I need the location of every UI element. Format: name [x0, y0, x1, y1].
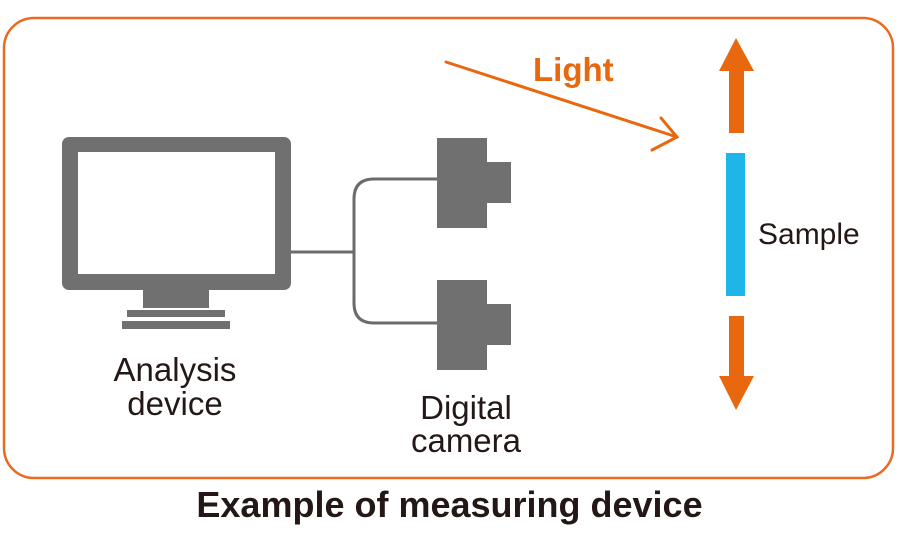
sample-bar: [726, 153, 745, 296]
cable: [291, 177, 437, 325]
analysis-device-label-line1: Analysis: [114, 351, 237, 388]
light-arrow: [444, 60, 680, 152]
analysis-device-label-line2: device: [127, 385, 222, 422]
diagram-frame: [2, 16, 895, 480]
arrow-down-icon: [719, 316, 754, 410]
diagram-caption: Example of measuring device: [196, 484, 703, 525]
arrow-up-icon: [719, 38, 754, 133]
sample-label: Sample: [758, 218, 860, 251]
digital-camera-label-line2: camera: [411, 422, 522, 459]
light-label: Light: [533, 51, 614, 88]
digital-camera-label-line1: Digital: [420, 389, 512, 426]
camera-icon: [437, 280, 511, 370]
monitor-icon: [62, 137, 291, 329]
camera-icon: [437, 138, 511, 228]
